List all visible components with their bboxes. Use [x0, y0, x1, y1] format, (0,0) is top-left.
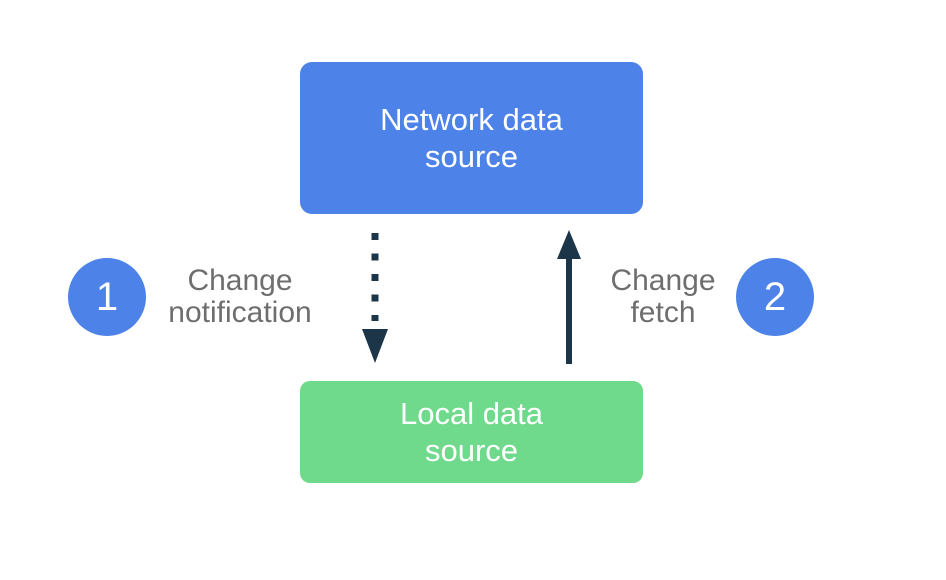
step-2-number: 2: [763, 275, 787, 319]
network-node-label-line2: source: [424, 139, 519, 174]
network-data-source-node: Network data source: [300, 62, 643, 214]
change-fetch-label-line1: Change: [610, 264, 716, 297]
up-arrowhead-icon: [557, 230, 581, 259]
change-notification-label: Change notification: [168, 265, 311, 329]
network-node-label-line1: Network data: [380, 102, 563, 137]
change-notification-label-line1: Change: [187, 264, 293, 297]
local-node-label-line1: Local data: [399, 396, 544, 431]
change-notification-dotted-down-arrow: [362, 233, 388, 363]
down-arrowhead-icon: [362, 329, 388, 363]
change-fetch-solid-up-arrow: [557, 230, 581, 364]
local-data-source-node: Local data source: [300, 381, 643, 483]
change-fetch-label: Change fetch: [610, 265, 715, 329]
change-notification-label-line2: notification: [168, 296, 312, 329]
step-1-badge: 1: [68, 258, 146, 336]
step-1-number: 1: [95, 275, 119, 319]
local-node-label-line2: source: [424, 433, 519, 468]
change-fetch-label-line2: fetch: [630, 296, 696, 329]
step-2-badge: 2: [736, 258, 814, 336]
